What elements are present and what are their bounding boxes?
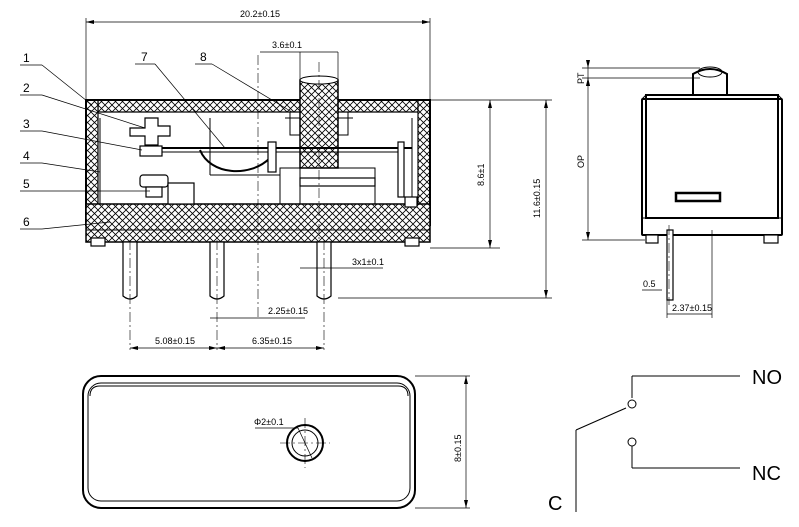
schematic-no-label: NO: [752, 367, 782, 389]
dim-plunger-width: 3.6±0.1: [272, 40, 302, 50]
top-dim-hole: Φ2±0.1: [254, 417, 284, 427]
schematic-nc-label: NC: [752, 463, 781, 485]
dim-offset-a: 2.25±0.15: [268, 306, 308, 316]
dim-pitch-a: 5.08±0.15: [155, 336, 195, 346]
terminal-pins: [122, 241, 332, 300]
dim-inner-height: 8.6±1: [476, 164, 486, 186]
callout-1: 1: [23, 51, 30, 65]
side-dim-pt: PT: [576, 72, 586, 84]
side-dim-pin: 0.5: [643, 279, 656, 289]
top-dim-depth: 8±0.15: [453, 435, 463, 462]
dim-pin-size: 3x1±0.1: [352, 257, 384, 267]
callout-7: 7: [141, 50, 148, 64]
callout-2: 2: [23, 81, 30, 95]
side-dim-width: 2.37±0.15: [672, 303, 712, 313]
side-view: PT OP 0.5 2.37±0.15: [576, 60, 783, 318]
dim-pitch-b: 6.35±0.15: [252, 336, 292, 346]
callout-leaders: [20, 63, 293, 230]
switch-schematic: NO NC C: [548, 367, 782, 515]
dim-total-height: 11.6±0.15: [532, 179, 542, 218]
front-section-view: 20.2±0.15 3.6±0.1: [20, 9, 552, 350]
callout-6: 6: [23, 215, 30, 229]
side-dim-op: OP: [576, 155, 586, 168]
callout-3: 3: [23, 117, 30, 131]
callout-5: 5: [23, 177, 30, 191]
callout-4: 4: [23, 149, 30, 163]
callout-8: 8: [200, 50, 207, 64]
dim-overall-width: 20.2±0.15: [240, 9, 280, 19]
top-view: Φ2±0.1 8±0.15: [82, 375, 470, 509]
schematic-c-label: C: [548, 493, 562, 515]
